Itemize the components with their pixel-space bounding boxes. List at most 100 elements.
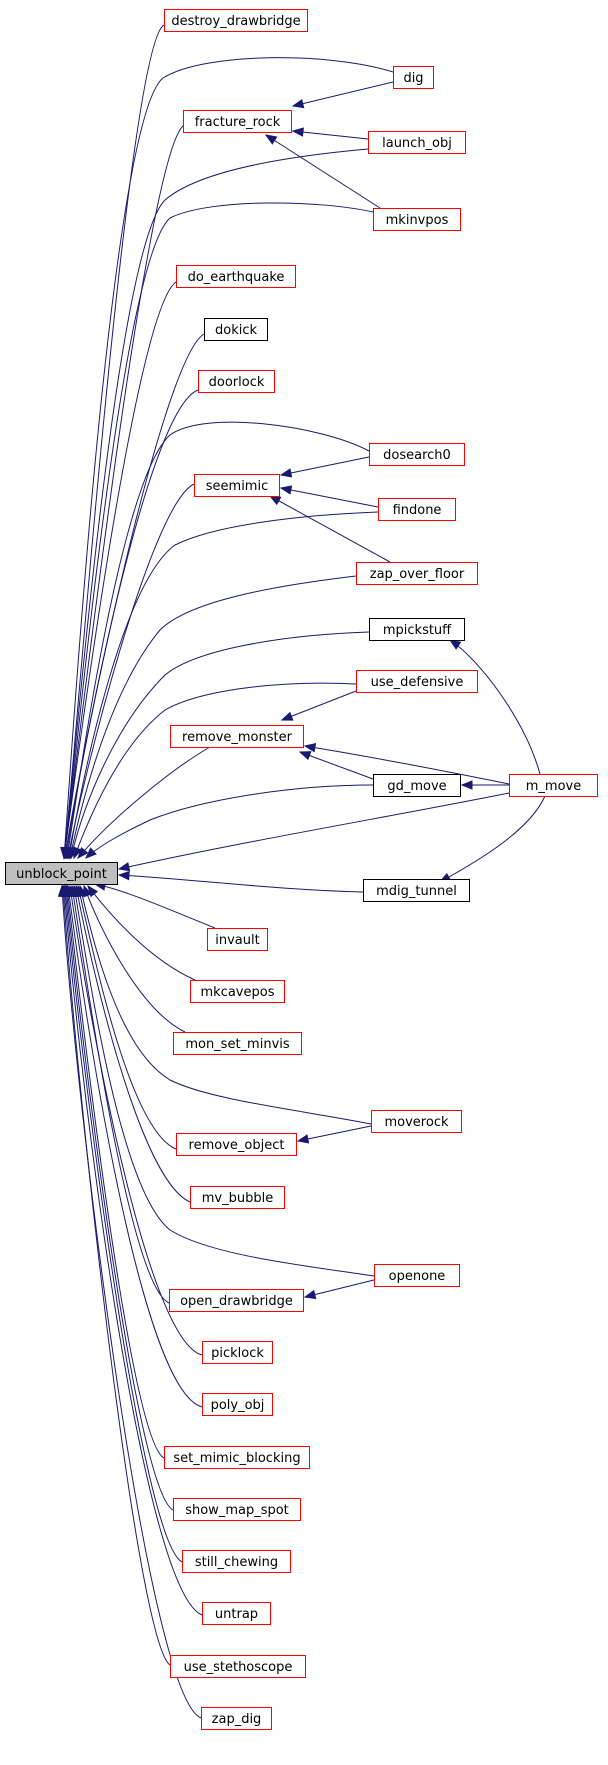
node-label: destroy_drawbridge — [171, 14, 300, 29]
node-fracture_rock[interactable]: fracture_rock — [183, 110, 292, 133]
node-open_drawbridge[interactable]: open_drawbridge — [169, 1289, 304, 1312]
node-mv_bubble[interactable]: mv_bubble — [190, 1186, 285, 1209]
node-box[interactable] — [202, 1341, 273, 1364]
node-box[interactable] — [5, 862, 118, 885]
node-box[interactable] — [207, 928, 268, 951]
edge-line — [63, 148, 369, 859]
node-dig[interactable]: dig — [393, 66, 434, 89]
edge-m_move-to-remove_monster — [303, 743, 510, 785]
edge-line — [79, 885, 372, 1125]
edge-remove_monster-to-unblock_point — [77, 746, 211, 860]
node-still_chewing[interactable]: still_chewing — [182, 1550, 291, 1573]
node-box[interactable] — [369, 443, 465, 466]
node-box[interactable] — [201, 1707, 272, 1730]
node-use_defensive[interactable]: use_defensive — [356, 670, 478, 693]
node-box[interactable] — [371, 1110, 462, 1133]
node-m_move[interactable]: m_move — [509, 774, 598, 797]
node-findone[interactable]: findone — [378, 498, 456, 521]
node-invault[interactable]: invault — [207, 928, 268, 951]
node-box[interactable] — [194, 474, 280, 497]
edge-findone-to-unblock_point — [65, 511, 379, 860]
node-box[interactable] — [369, 618, 465, 641]
arrow-head — [57, 884, 68, 897]
node-set_mimic_blocking[interactable]: set_mimic_blocking — [164, 1446, 310, 1469]
node-mon_set_minvis[interactable]: mon_set_minvis — [173, 1032, 302, 1055]
node-gd_move[interactable]: gd_move — [373, 774, 461, 797]
node-picklock[interactable]: picklock — [202, 1341, 273, 1364]
node-label: dokick — [215, 323, 257, 338]
node-mkcavepos[interactable]: mkcavepos — [190, 980, 285, 1003]
node-box[interactable] — [509, 774, 598, 797]
edge-line — [280, 487, 379, 508]
node-label: mkcavepos — [201, 985, 275, 1000]
node-poly_obj[interactable]: poly_obj — [202, 1393, 273, 1416]
node-box[interactable] — [202, 1602, 271, 1625]
node-launch_obj[interactable]: launch_obj — [368, 131, 466, 154]
edge-line — [265, 134, 381, 209]
node-dosearch0[interactable]: dosearch0 — [369, 443, 465, 466]
node-doorlock[interactable]: doorlock — [198, 370, 275, 393]
node-remove_monster[interactable]: remove_monster — [170, 725, 304, 748]
node-box[interactable] — [373, 208, 461, 231]
edge-line — [292, 130, 369, 140]
node-box[interactable] — [182, 1550, 291, 1573]
node-box[interactable] — [169, 1289, 304, 1312]
node-box[interactable] — [170, 1655, 306, 1678]
node-destroy_drawbridge[interactable]: destroy_drawbridge — [164, 9, 308, 32]
node-box[interactable] — [190, 1186, 285, 1209]
node-label: findone — [393, 503, 442, 518]
edge-line — [77, 885, 177, 1150]
node-do_earthquake[interactable]: do_earthquake — [176, 265, 296, 288]
node-box[interactable] — [164, 1446, 310, 1469]
node-dokick[interactable]: dokick — [204, 318, 268, 341]
node-label: mdig_tunnel — [376, 884, 457, 899]
edge-line — [75, 885, 191, 1203]
node-box[interactable] — [183, 110, 292, 133]
node-use_stethoscope[interactable]: use_stethoscope — [170, 1655, 306, 1678]
node-zap_dig[interactable]: zap_dig — [201, 1707, 272, 1730]
node-box[interactable] — [363, 879, 470, 902]
edge-line — [85, 784, 374, 859]
node-box[interactable] — [176, 265, 296, 288]
node-label: use_defensive — [371, 675, 464, 690]
node-remove_object[interactable]: remove_object — [176, 1133, 297, 1156]
edge-findone-to-seemimic — [279, 485, 379, 508]
node-untrap[interactable]: untrap — [202, 1602, 271, 1625]
node-box[interactable] — [368, 131, 466, 154]
node-label: dosearch0 — [383, 448, 451, 463]
node-unblock_point[interactable]: unblock_point — [5, 862, 118, 885]
node-moverock[interactable]: moverock — [371, 1110, 462, 1133]
edge-use_defensive-to-unblock_point — [73, 682, 357, 860]
node-box[interactable] — [173, 1032, 302, 1055]
node-box[interactable] — [173, 1498, 301, 1521]
node-box[interactable] — [202, 1393, 273, 1416]
arrow-head — [77, 846, 89, 860]
node-openone[interactable]: openone — [374, 1264, 460, 1287]
node-seemimic[interactable]: seemimic — [194, 474, 280, 497]
node-show_map_spot[interactable]: show_map_spot — [173, 1498, 301, 1521]
node-box[interactable] — [356, 562, 478, 585]
node-box[interactable] — [198, 370, 275, 393]
arrow-head — [291, 98, 305, 109]
edge-line — [304, 745, 510, 785]
node-box[interactable] — [378, 498, 456, 521]
node-box[interactable] — [373, 774, 461, 797]
node-box[interactable] — [190, 980, 285, 1003]
edge-line — [77, 746, 211, 859]
node-box[interactable] — [170, 725, 304, 748]
node-box[interactable] — [393, 66, 434, 89]
node-box[interactable] — [204, 318, 268, 341]
node-mkinvpos[interactable]: mkinvpos — [373, 208, 461, 231]
node-zap_over_floor[interactable]: zap_over_floor — [356, 562, 478, 585]
node-box[interactable] — [374, 1264, 460, 1287]
edge-line — [64, 333, 205, 859]
node-mdig_tunnel[interactable]: mdig_tunnel — [363, 879, 470, 902]
node-box[interactable] — [356, 670, 478, 693]
edge-line — [69, 575, 357, 859]
node-box[interactable] — [176, 1133, 297, 1156]
node-label: do_earthquake — [188, 270, 285, 285]
node-box[interactable] — [164, 9, 308, 32]
edge-invault-to-unblock_point — [93, 881, 216, 929]
node-mpickstuff[interactable]: mpickstuff — [369, 618, 465, 641]
